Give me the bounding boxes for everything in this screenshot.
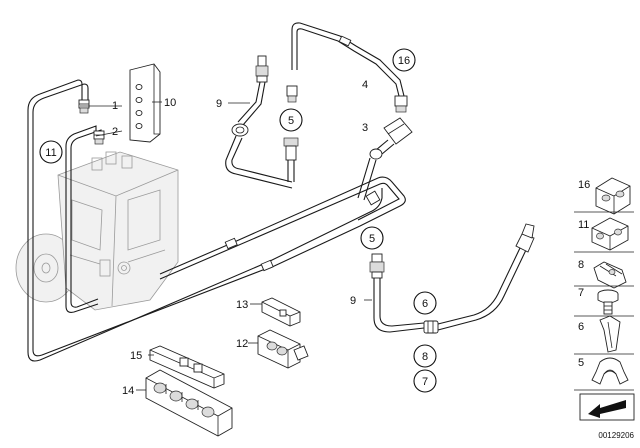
label-9-lower: 9 <box>350 295 356 307</box>
callout-circle-7: 7 <box>413 369 437 393</box>
brake-hose-9-upper <box>225 55 293 189</box>
label-15: 15 <box>130 350 142 362</box>
side-label-6: 6 <box>578 321 584 333</box>
label-9-upper: 9 <box>216 98 222 110</box>
callout-circle-5-lower: 5 <box>360 226 384 250</box>
pipe-fitting-5-upper <box>286 85 298 103</box>
callout-16-text: 16 <box>398 55 410 67</box>
callout-circle-11: 11 <box>39 140 63 164</box>
arrow-symbol <box>579 393 635 421</box>
brake-hose-9-lower <box>369 223 535 334</box>
label-2: 2 <box>112 126 118 138</box>
leader-lines <box>80 101 372 391</box>
callout-6-text: 6 <box>422 298 428 310</box>
part-8-clip <box>593 261 627 289</box>
pipe-connector-3 <box>357 117 413 201</box>
pipe-fitting-1 <box>78 99 90 114</box>
label-10: 10 <box>164 97 176 109</box>
callout-5-lower-text: 5 <box>369 233 375 245</box>
callout-7-text: 7 <box>422 376 428 388</box>
brake-pipe-main <box>159 176 406 280</box>
callout-5-upper-text: 5 <box>288 115 294 127</box>
label-1: 1 <box>112 100 118 112</box>
callout-circle-16: 16 <box>392 48 416 72</box>
part-16-clip <box>595 177 631 215</box>
clip-bracket-15 <box>149 345 225 389</box>
callout-circle-6: 6 <box>413 291 437 315</box>
part-6-clip <box>599 315 621 353</box>
pipe-fitting-2 <box>93 130 105 145</box>
side-label-5: 5 <box>578 357 584 369</box>
label-12: 12 <box>236 338 248 350</box>
side-label-7: 7 <box>578 287 584 299</box>
label-13: 13 <box>236 299 248 311</box>
part-7-bolt <box>597 289 619 315</box>
callout-8-text: 8 <box>422 351 428 363</box>
callout-circle-8: 8 <box>413 344 437 368</box>
brake-pipe-4 <box>291 22 408 113</box>
callout-circle-5-upper: 5 <box>279 108 303 132</box>
side-label-11: 11 <box>578 219 589 231</box>
side-parts-separators <box>574 211 634 391</box>
label-14: 14 <box>122 385 134 397</box>
plug-bracket-10 <box>129 63 161 143</box>
label-3: 3 <box>362 122 368 134</box>
side-label-16: 16 <box>578 179 590 191</box>
diagram-code: 00129206 <box>598 431 634 440</box>
clip-bracket-14 <box>145 369 233 437</box>
brake-pipe-2 <box>65 125 102 313</box>
side-label-8: 8 <box>578 259 584 271</box>
part-11-clip <box>591 217 629 251</box>
clip-bracket-12 <box>257 329 309 369</box>
hydraulic-unit <box>15 151 179 311</box>
part-5-clip <box>591 357 629 385</box>
pipe-fitting-lower-center <box>283 137 299 182</box>
clip-bracket-13 <box>261 297 301 327</box>
callout-11-text: 11 <box>45 147 56 159</box>
label-4: 4 <box>362 79 368 91</box>
brake-pipe-11 <box>27 79 383 362</box>
